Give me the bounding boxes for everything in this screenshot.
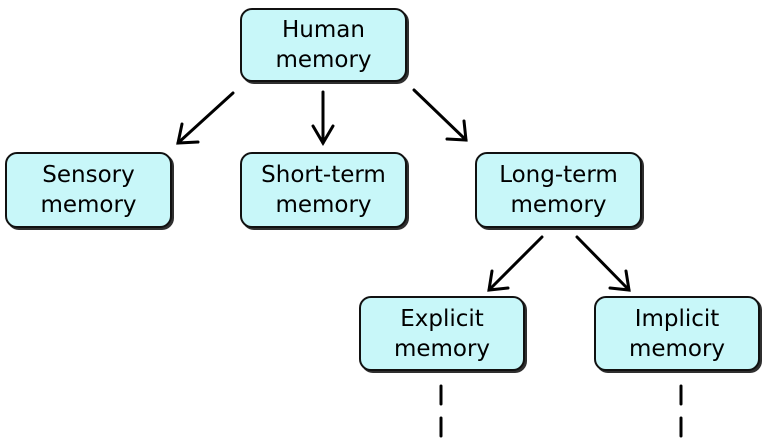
node-explicit-memory-line2: memory — [393, 335, 491, 362]
arrowhead-long-term-to-implicit — [608, 269, 631, 292]
node-implicit-memory-line1: Implicit — [634, 305, 720, 332]
node-sensory-memory: Sensory memory — [5, 152, 172, 228]
node-long-term-memory-line2: memory — [510, 192, 607, 218]
node-explicit-memory: Explicit memory — [359, 296, 525, 371]
node-short-term-memory-line2: memory — [275, 192, 372, 218]
arrow-long-term-to-explicit — [487, 235, 544, 292]
node-sensory-memory-line1: Sensory — [42, 162, 135, 188]
node-sensory-memory-line2: memory — [40, 192, 137, 218]
arrow-long-term-to-implicit — [575, 235, 631, 292]
node-implicit-memory-line2: memory — [628, 335, 726, 362]
arrow-human-to-sensory — [176, 91, 235, 145]
node-explicit-memory-line1: Explicit — [400, 305, 484, 332]
arrowhead-human-to-sensory — [176, 122, 200, 145]
node-implicit-memory: Implicit memory — [594, 296, 760, 371]
node-short-term-memory: Short-term memory — [240, 152, 407, 228]
node-long-term-memory: Long-term memory — [475, 152, 642, 228]
node-human-memory: Human memory — [240, 8, 407, 82]
node-long-term-memory-line1: Long-term — [499, 162, 618, 188]
arrow-human-to-long-term — [412, 88, 468, 142]
node-human-memory-line1: Human — [282, 17, 365, 43]
node-human-memory-line2: memory — [275, 47, 372, 73]
node-short-term-memory-line1: Short-term — [261, 162, 386, 188]
arrowhead-long-term-to-explicit — [487, 269, 510, 292]
arrowhead-human-to-long-term — [445, 119, 468, 142]
arrowhead-human-to-short-term — [311, 124, 335, 146]
